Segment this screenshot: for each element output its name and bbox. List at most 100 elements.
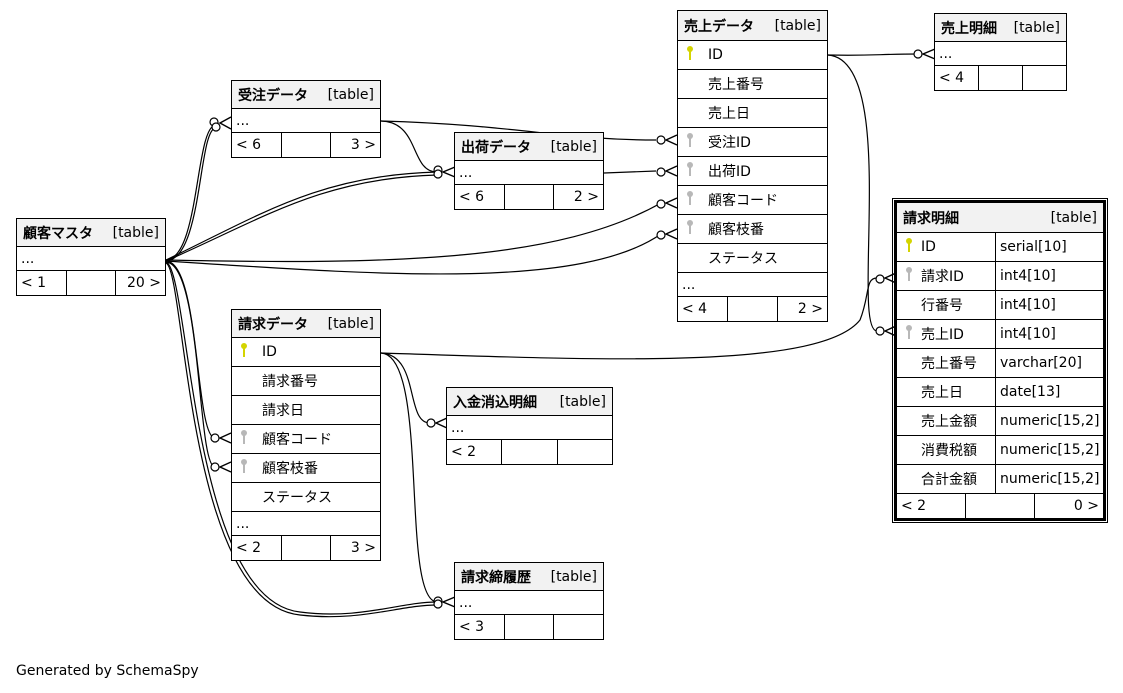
table-footer: < 3 — [455, 615, 603, 639]
more-columns: ... — [232, 512, 380, 536]
parents-count[interactable]: < 2 — [236, 540, 262, 556]
optional-marker — [875, 326, 885, 336]
rel-kokyaku-juchu — [165, 124, 217, 261]
table-name: 入金消込明細 — [453, 394, 537, 411]
rel-kokyaku-seikyu-code — [165, 260, 216, 439]
column-name: 請求日 — [262, 403, 304, 419]
column-name: 売上ID — [921, 327, 964, 343]
column-row[interactable]: ID — [232, 338, 380, 367]
table-uriage-data[interactable]: 売上データ[table] ID 売上番号 売上日 受注ID 出荷ID 顧客コード… — [677, 10, 828, 322]
parents-count[interactable]: < 2 — [451, 444, 477, 460]
column-row[interactable]: 売上番号 varchar[20] — [897, 349, 1103, 378]
table-name: 請求明細 — [903, 210, 959, 227]
children-count[interactable]: 3 > — [330, 133, 380, 157]
parents-count[interactable]: < 1 — [21, 275, 47, 291]
table-name: 顧客マスタ — [23, 225, 93, 242]
column-name: 売上番号 — [921, 356, 977, 372]
optional-marker — [433, 599, 443, 609]
footer-spacer — [978, 66, 1022, 90]
foreign-key-icon — [241, 459, 247, 473]
column-name: 顧客枝番 — [708, 222, 764, 238]
column-row[interactable]: 顧客コード — [678, 186, 827, 215]
table-footer: < 4 — [935, 66, 1066, 90]
rel-juchu-uriage — [380, 120, 657, 141]
crowfoot-marker — [218, 432, 232, 444]
column-type: varchar[20] — [995, 349, 1103, 377]
footer-spacer — [503, 615, 554, 639]
column-row[interactable]: 顧客枝番 — [232, 454, 380, 483]
column-row[interactable]: 出荷ID — [678, 157, 827, 186]
column-type: int4[10] — [995, 262, 1103, 290]
column-row[interactable]: ステータス — [232, 483, 380, 512]
foreign-key-icon — [906, 267, 912, 281]
table-seikyu-shime-rireki[interactable]: 請求締履歴[table] ... < 3 — [454, 562, 604, 640]
rel-kokyaku-uriage-branch — [165, 233, 662, 275]
primary-key-icon — [687, 46, 693, 60]
column-name: 顧客枝番 — [262, 461, 318, 477]
parents-count[interactable]: < 3 — [459, 619, 485, 635]
column-row[interactable]: 受注ID — [678, 128, 827, 157]
column-name: 消費税額 — [921, 443, 977, 459]
parents-count[interactable]: < 6 — [459, 189, 485, 205]
table-footer: < 2 3 > — [232, 536, 380, 560]
column-row[interactable]: ID — [678, 41, 827, 70]
children-count[interactable]: 2 > — [553, 185, 603, 209]
column-row[interactable]: 消費税額 numeric[15,2] — [897, 436, 1103, 465]
table-seikyu-data[interactable]: 請求データ[table] ID 請求番号 請求日 顧客コード 顧客枝番 ステータ… — [231, 309, 381, 561]
column-name: 出荷ID — [708, 164, 751, 180]
column-row[interactable]: 売上番号 — [678, 70, 827, 99]
column-row[interactable]: 行番号 int4[10] — [897, 291, 1103, 320]
table-type: [table] — [327, 315, 374, 332]
table-type: [table] — [1013, 19, 1060, 36]
table-name: 請求締履歴 — [461, 569, 531, 586]
table-nyukin-keshikomi-meisai[interactable]: 入金消込明細[table] ... < 2 — [446, 387, 613, 465]
children-count[interactable]: 2 > — [777, 297, 827, 321]
footer-spacer — [280, 536, 331, 560]
column-row[interactable]: 顧客コード — [232, 425, 380, 454]
children-count[interactable]: 3 > — [330, 536, 380, 560]
parents-count[interactable]: < 4 — [939, 70, 965, 86]
parents-count[interactable]: < 4 — [682, 301, 708, 317]
column-name: 売上金額 — [921, 414, 977, 430]
column-row[interactable]: 顧客枝番 — [678, 215, 827, 244]
column-type: numeric[15,2] — [995, 436, 1103, 464]
column-row[interactable]: 売上日 — [678, 99, 827, 128]
children-count[interactable] — [556, 440, 612, 464]
footer-spacer — [965, 494, 1034, 518]
parents-count[interactable]: < 6 — [236, 137, 262, 153]
crowfoot-marker — [218, 116, 232, 130]
column-name: 顧客コード — [262, 432, 332, 448]
more-columns: ... — [678, 273, 827, 297]
children-count[interactable] — [553, 615, 603, 639]
rel-uriage-seikyumeisai — [827, 54, 878, 332]
column-name: ステータス — [708, 251, 778, 267]
column-row[interactable]: 請求番号 — [232, 367, 380, 396]
children-count[interactable] — [1022, 66, 1066, 90]
column-row[interactable]: 請求日 — [232, 396, 380, 425]
parents-count[interactable]: < 2 — [901, 498, 927, 514]
column-name: 請求番号 — [262, 374, 318, 390]
more-columns: ... — [17, 247, 165, 271]
footer-spacer — [503, 185, 554, 209]
column-type: date[13] — [995, 378, 1103, 406]
column-row[interactable]: ステータス — [678, 244, 827, 273]
column-type: int4[10] — [995, 291, 1103, 319]
column-name: 行番号 — [921, 298, 963, 314]
table-type: [table] — [550, 138, 597, 155]
optional-marker — [656, 230, 666, 240]
table-uriage-meisai[interactable]: 売上明細[table] ... < 4 — [934, 13, 1067, 91]
children-count[interactable]: 20 > — [115, 271, 165, 295]
children-count[interactable]: 0 > — [1034, 494, 1103, 518]
table-footer: < 1 20 > — [17, 271, 165, 295]
rel-kokyaku-shukka — [165, 171, 438, 261]
